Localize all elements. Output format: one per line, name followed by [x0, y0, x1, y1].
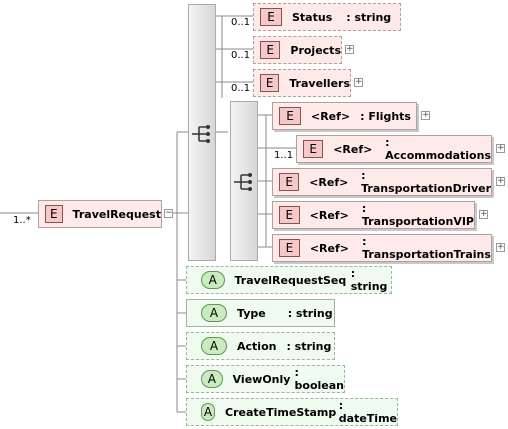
- ref-transportationtrains[interactable]: E <Ref> : TransportationTrains: [272, 234, 492, 262]
- expand-icon[interactable]: +: [496, 242, 505, 252]
- accommodations-cardinality: 1..1: [274, 150, 294, 161]
- element-tag: E: [260, 74, 280, 92]
- attribute-action[interactable]: A Action : string: [186, 332, 335, 360]
- ref-transportationdriver[interactable]: E <Ref> : TransportationDriver: [272, 168, 492, 196]
- sequence-compositor[interactable]: [188, 4, 216, 261]
- element-tag: E: [279, 206, 300, 224]
- inner-compositor[interactable]: [230, 101, 258, 261]
- element-tag: E: [279, 173, 300, 191]
- element-tag: E: [279, 239, 300, 257]
- attribute-type: : string: [286, 339, 332, 353]
- ref-transportationvip[interactable]: E <Ref> : TransportationVIP: [272, 201, 475, 229]
- travellers-cardinality: 0..1: [231, 83, 251, 94]
- element-name: Status: [292, 10, 333, 24]
- attribute-tag: A: [201, 370, 223, 388]
- element-status[interactable]: E Status : string: [253, 3, 401, 31]
- attribute-type: : string: [350, 267, 388, 293]
- status-cardinality: 0..1: [231, 17, 251, 28]
- expand-icon[interactable]: +: [496, 143, 505, 153]
- projects-cardinality: 0..1: [231, 50, 251, 61]
- attribute-name: TravelRequestSeq: [234, 273, 347, 287]
- attribute-name: Action: [237, 339, 277, 353]
- sequence-icon: [192, 125, 210, 143]
- element-tag: E: [303, 140, 324, 158]
- sequence-icon: [234, 173, 252, 191]
- ref-label: <Ref>: [309, 208, 349, 222]
- element-name: : TransportationDriver: [361, 169, 491, 195]
- expand-icon[interactable]: +: [421, 110, 430, 120]
- element-tag: E: [260, 8, 282, 26]
- element-name: Travellers: [289, 76, 350, 90]
- attribute-travelrequestseq[interactable]: A TravelRequestSeq : string: [186, 266, 392, 294]
- element-name: : TransportationVIP: [361, 202, 474, 228]
- element-name: Projects: [290, 43, 341, 57]
- attribute-name: ViewOnly: [232, 372, 291, 386]
- element-name: : Accommodations: [385, 136, 491, 162]
- attribute-type: : boolean: [294, 366, 345, 392]
- expand-icon[interactable]: +: [496, 176, 505, 186]
- element-name: : TransportationTrains: [362, 235, 491, 261]
- element-tag: E: [260, 41, 281, 59]
- collapse-icon[interactable]: −: [164, 208, 173, 218]
- element-name: : Flights: [360, 109, 411, 123]
- root-cardinality: 1..*: [13, 215, 31, 226]
- root-element-travelrequest[interactable]: E TravelRequest: [38, 200, 162, 228]
- expand-icon[interactable]: +: [479, 209, 488, 219]
- expand-icon[interactable]: +: [354, 77, 363, 87]
- attribute-type: : dateTime: [338, 399, 397, 425]
- element-projects[interactable]: E Projects: [253, 36, 342, 64]
- element-tag: E: [279, 107, 301, 125]
- attribute-viewonly[interactable]: A ViewOnly : boolean: [186, 365, 345, 393]
- attribute-type[interactable]: A Type : string: [186, 299, 335, 327]
- attribute-tag: A: [201, 337, 227, 355]
- element-type: : string: [346, 10, 392, 24]
- attribute-name: Type: [237, 306, 266, 320]
- ref-label: <Ref>: [333, 142, 373, 156]
- attribute-tag: A: [201, 304, 227, 322]
- element-tag: E: [45, 205, 63, 223]
- attribute-type: : string: [287, 306, 333, 320]
- ref-label: <Ref>: [309, 241, 349, 255]
- ref-flights[interactable]: E <Ref> : Flights: [272, 102, 417, 130]
- element-travellers[interactable]: E Travellers: [253, 69, 351, 97]
- expand-icon[interactable]: +: [345, 44, 354, 54]
- attribute-createtimestamp[interactable]: A CreateTimeStamp : dateTime: [186, 398, 398, 426]
- attribute-tag: A: [201, 403, 216, 421]
- ref-accommodations[interactable]: E <Ref> : Accommodations: [296, 135, 492, 163]
- root-element-name: TravelRequest: [72, 207, 161, 221]
- attribute-tag: A: [201, 271, 225, 289]
- ref-label: <Ref>: [309, 175, 349, 189]
- ref-label: <Ref>: [311, 109, 351, 123]
- attribute-name: CreateTimeStamp: [225, 405, 337, 419]
